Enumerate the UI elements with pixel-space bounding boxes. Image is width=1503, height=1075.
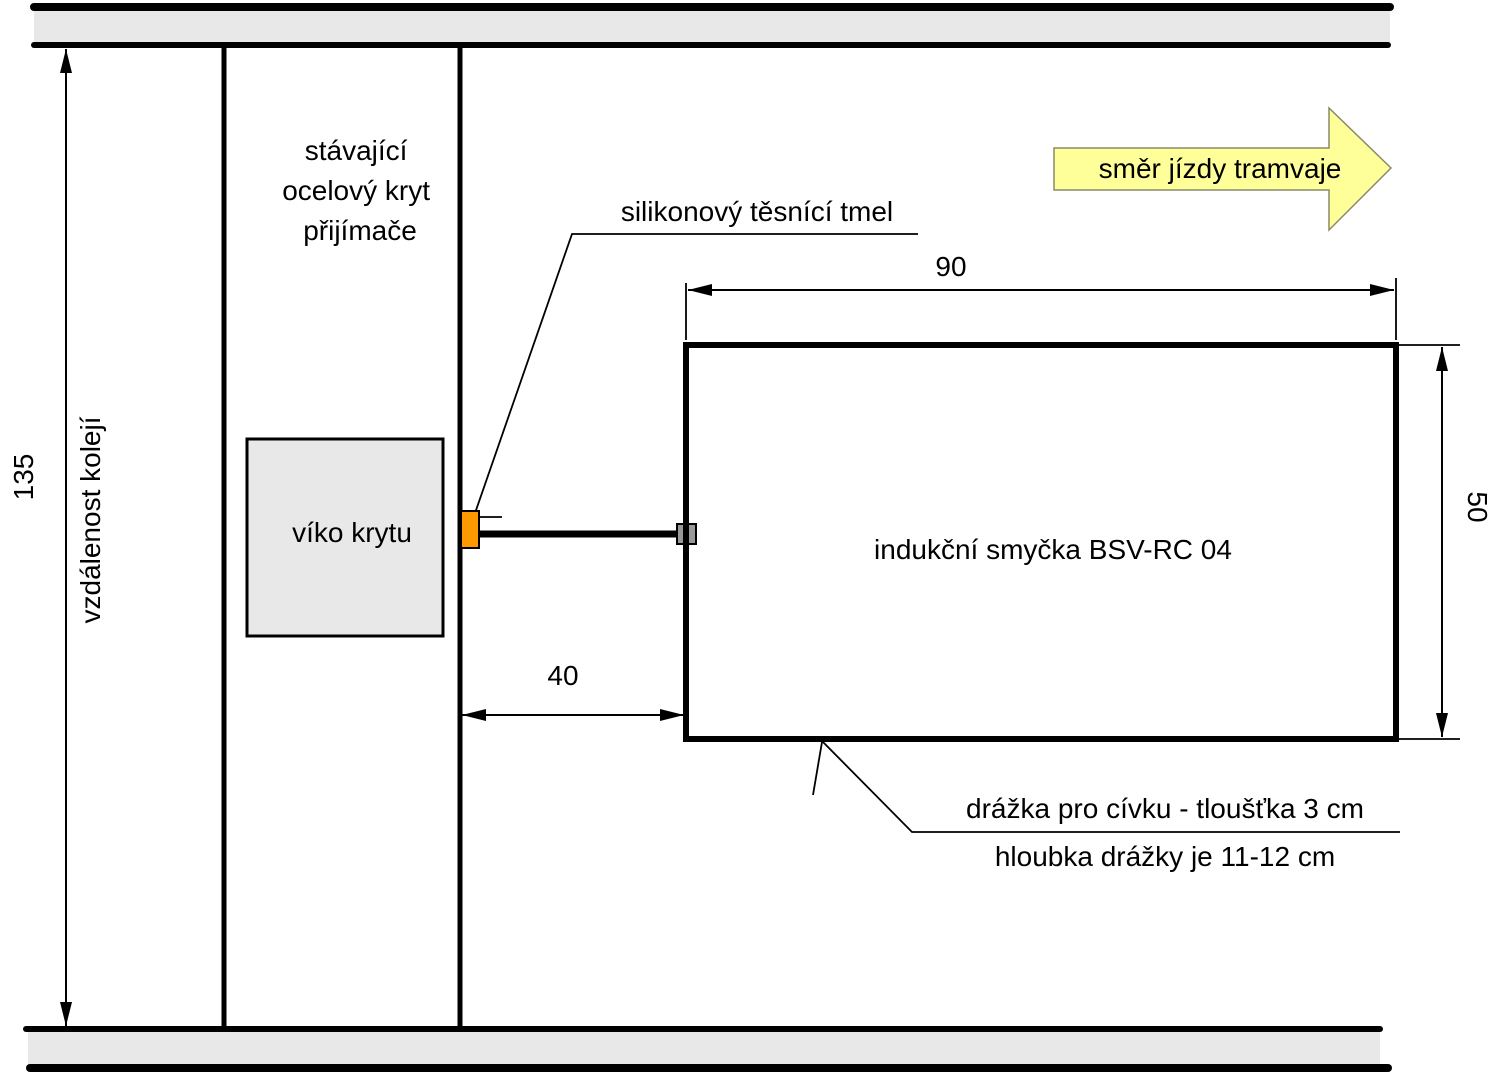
loop-width-value: 50 bbox=[1462, 491, 1493, 522]
existing-cover-line-3: přijímače bbox=[303, 215, 417, 246]
top-rail bbox=[30, 3, 1394, 48]
track-gauge-value: 135 bbox=[8, 454, 39, 501]
direction-arrow-icon: směr jízdy tramvaje bbox=[1053, 106, 1393, 232]
groove-label-line-1: drážka pro cívku - tloušťka 3 cm bbox=[966, 793, 1364, 824]
sealant-plug bbox=[460, 510, 480, 549]
groove-leader-line bbox=[822, 741, 1400, 833]
bottom-rail-body bbox=[28, 1029, 1380, 1067]
groove-leader-tick bbox=[812, 741, 823, 796]
lid-label: víko krytu bbox=[292, 517, 412, 548]
induction-loop bbox=[683, 342, 1399, 742]
existing-cover-line-2: ocelový kryt bbox=[282, 175, 430, 206]
top-rail-body bbox=[34, 7, 1390, 45]
groove-label-line-2: hloubka drážky je 11-12 cm bbox=[995, 841, 1335, 872]
direction-arrow-shape bbox=[1053, 106, 1393, 232]
offset-value: 40 bbox=[547, 660, 578, 691]
sealant-label: silikonový těsnící tmel bbox=[621, 196, 893, 227]
lid-box bbox=[245, 437, 445, 638]
induction-loop-label: indukční smyčka BSV-RC 04 bbox=[874, 534, 1232, 565]
existing-cover-line-1: stávající bbox=[305, 135, 408, 166]
direction-label: směr jízdy tramvaje bbox=[1099, 153, 1342, 184]
track-distance-label: vzdálenost kolejí bbox=[75, 416, 106, 623]
bottom-rail bbox=[23, 1026, 1392, 1072]
loop-length-value: 90 bbox=[935, 251, 966, 282]
sealant-leader-line bbox=[473, 233, 918, 517]
existing-cover-label: stávající ocelový kryt přijímače bbox=[282, 135, 438, 246]
